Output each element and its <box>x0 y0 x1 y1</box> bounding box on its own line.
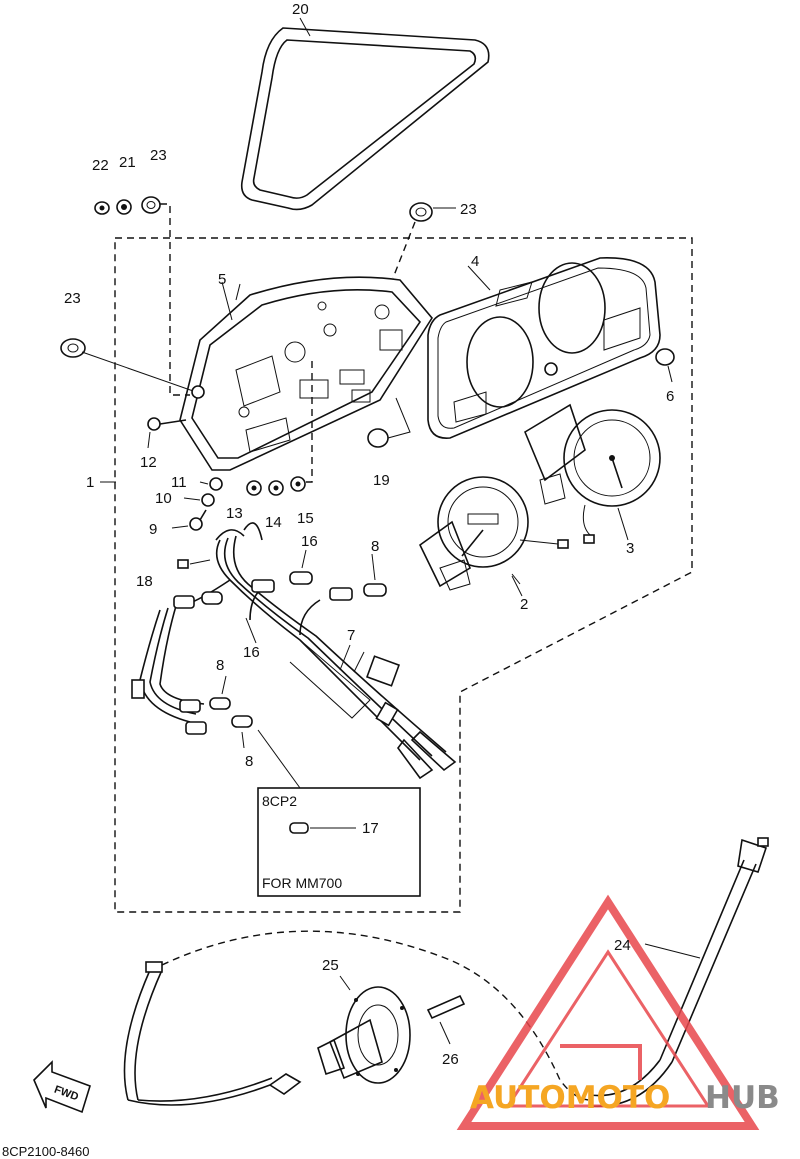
callout-22: 22 <box>92 157 109 174</box>
callout-8-low: 8 <box>245 753 253 770</box>
callout-23-right: 23 <box>460 201 477 218</box>
callout-26: 26 <box>442 1051 459 1068</box>
pin-26 <box>426 994 466 1045</box>
callout-8-top: 8 <box>371 538 379 555</box>
callout-4: 4 <box>471 253 479 270</box>
callout-10: 10 <box>155 490 172 507</box>
grommet-23-top <box>141 196 161 214</box>
callout-25: 25 <box>322 957 339 974</box>
bulb-sockets <box>173 549 387 749</box>
callout-21: 21 <box>119 154 136 171</box>
callout-12: 12 <box>140 454 157 471</box>
panel-cover-4 <box>427 257 661 439</box>
screw-12 <box>147 417 187 449</box>
callout-18: 18 <box>136 573 153 590</box>
grommet-23-left <box>60 338 197 393</box>
callout-9: 9 <box>149 521 157 538</box>
callout-16-top: 16 <box>301 533 318 550</box>
callout-7: 7 <box>347 627 355 644</box>
callout-5: 5 <box>218 271 226 288</box>
callout-14: 14 <box>265 514 282 531</box>
callout-19: 19 <box>373 472 390 489</box>
fastener-22 <box>94 201 110 215</box>
fwd-arrow: FWD <box>33 1060 91 1114</box>
inset-part-label: 17 <box>362 820 379 837</box>
screw-9 <box>171 509 207 531</box>
assembly-outline-1 <box>114 237 693 913</box>
callout-2: 2 <box>520 596 528 613</box>
gear-unit-25 <box>317 975 411 1084</box>
inset-title: 8CP2 <box>262 793 297 809</box>
callout-24: 24 <box>614 937 631 954</box>
callout-13: 13 <box>226 505 243 522</box>
gasket-20 <box>240 17 490 211</box>
callout-6: 6 <box>666 388 674 405</box>
callout-3: 3 <box>626 540 634 557</box>
nut-11 <box>199 477 223 491</box>
wire-harness-7 <box>131 522 457 780</box>
watermark-text: AUTOMOTO HUB <box>470 1080 780 1116</box>
nut-13 <box>246 480 262 496</box>
callout-20: 20 <box>292 1 309 18</box>
meter-case-5 <box>179 276 433 471</box>
callout-23-left: 23 <box>64 290 81 307</box>
callout-8-mid: 8 <box>216 657 224 674</box>
fastener-21 <box>116 199 132 215</box>
nut-14 <box>268 480 284 496</box>
fwd-label: FWD <box>52 1084 80 1104</box>
inset-note: FOR MM700 <box>262 875 342 891</box>
cable-routing-line <box>161 930 591 1101</box>
grommet-23-right <box>392 202 456 279</box>
callout-1: 1 <box>86 474 94 491</box>
callout-labels: 20 22 21 23 23 23 5 4 6 12 19 3 1 11 10 … <box>64 1 674 1068</box>
callout-11: 11 <box>171 474 187 491</box>
grommet-19 <box>367 397 411 448</box>
speedometer-2 <box>418 476 569 597</box>
inset-box-8cp2: 8CP2 17 FOR MM700 <box>257 729 421 897</box>
watermark-logo <box>456 894 760 1130</box>
tachometer-3 <box>523 403 661 544</box>
catalog-code: 8CP2100-8460 <box>2 1144 89 1159</box>
cap-6 <box>655 348 675 383</box>
washer-10 <box>183 493 215 507</box>
watermark-text-part2: HUB <box>705 1080 780 1116</box>
callout-23-top: 23 <box>150 147 167 164</box>
nut-15 <box>290 360 313 492</box>
watermark-text-part1: AUTOMOTO <box>470 1080 670 1116</box>
callout-15: 15 <box>297 510 314 527</box>
callout-16-mid: 16 <box>243 644 260 661</box>
